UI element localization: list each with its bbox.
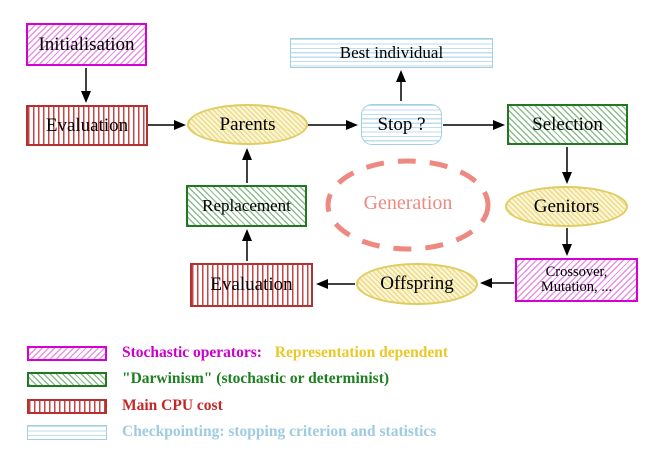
legend-item-stochastic-operators: Stochastic operators: Representation dep… [122,344,448,362]
node-parents: Parents [187,104,308,145]
legend-swatch-red-stripes [27,399,107,414]
legend-item-darwinism: "Darwinism" (stochastic or determinist) [122,370,390,387]
legend-label: Stochastic operators: [122,344,262,361]
node-genitors: Genitors [505,186,628,227]
legend-swatch-cyan-stripes [27,425,107,440]
node-evaluation-bottom: Evaluation [190,263,313,307]
mutation-line: Mutation, ... [540,279,613,295]
legend-label-suffix: Representation dependent [274,344,449,361]
node-initialisation: Initialisation [26,23,147,66]
generation-label: Generation [363,192,453,214]
legend-item-main-cpu-cost: Main CPU cost [122,397,223,414]
node-best-individual: Best individual [290,38,493,68]
node-offspring: Offspring [356,263,478,305]
node-crossover-mutation: Crossover, Mutation, ... [515,258,638,302]
node-replacement: Replacement [186,185,307,227]
node-evaluation-top: Evaluation [26,105,148,146]
legend-item-checkpointing: Checkpointing: stopping criterion and st… [122,423,437,440]
crossover-line: Crossover, [545,263,608,280]
node-stop: Stop ? [361,104,442,145]
legend-swatch-magenta-hatch [27,346,107,361]
legend-swatch-green-hatch [27,372,107,387]
node-selection: Selection [507,104,628,145]
